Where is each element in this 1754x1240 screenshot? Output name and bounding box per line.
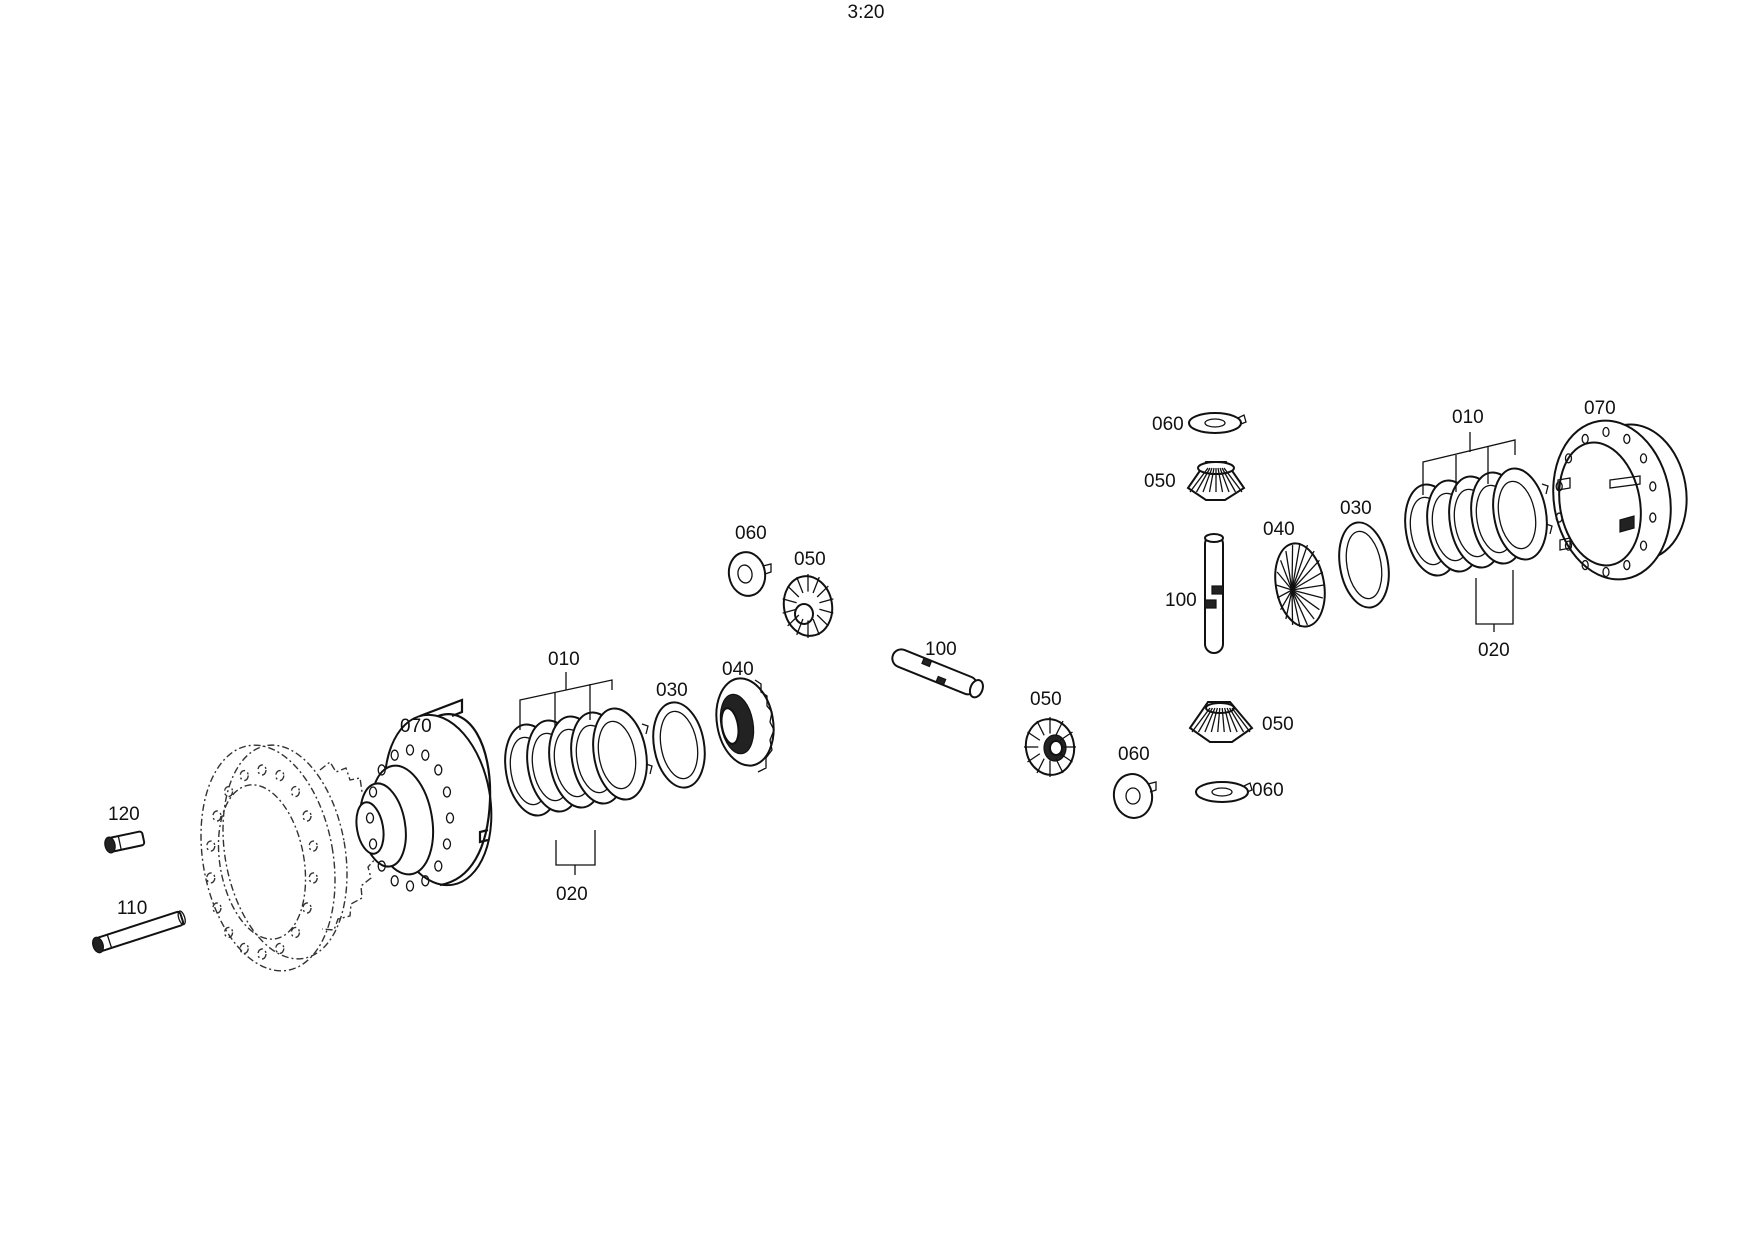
- part-100-cross-pin-right: 100: [1165, 533, 1224, 654]
- part-040-side-gear-left: 040: [715, 659, 775, 773]
- label-010-left: 010: [548, 649, 580, 670]
- part-070-housing-left: 070: [355, 698, 493, 892]
- label-010-right: 010: [1452, 407, 1484, 428]
- label-050-top-right: 050: [1144, 471, 1176, 492]
- part-050-pinion-top-right: 050: [1144, 461, 1246, 501]
- label-070-left: 070: [400, 716, 432, 737]
- label-100-right: 100: [1165, 590, 1197, 611]
- label-120: 120: [108, 804, 140, 825]
- label-050-lower-right: 050: [1262, 714, 1294, 735]
- label-020-left: 020: [556, 884, 588, 905]
- label-040-left: 040: [722, 659, 754, 680]
- part-120-short-bolt: 120: [104, 804, 146, 854]
- label-100-center: 100: [925, 639, 957, 660]
- label-020-right: 020: [1478, 640, 1510, 661]
- part-050-pinion-center: 050: [1024, 689, 1076, 777]
- crown-wheel-reference: [200, 744, 380, 972]
- part-060-washer-upper-left: 060: [727, 523, 772, 597]
- label-030-right: 030: [1340, 498, 1372, 519]
- label-050-center: 050: [1030, 689, 1062, 710]
- part-060-washer-top-right: 060: [1152, 412, 1247, 435]
- part-010-020-clutch-plates-right: 010 020: [1404, 407, 1553, 661]
- label-060-top-right: 060: [1152, 414, 1184, 435]
- label-070-right: 070: [1584, 398, 1616, 419]
- part-050-pinion-upper-left: 050: [782, 549, 834, 638]
- label-060-center: 060: [1118, 744, 1150, 765]
- part-010-020-clutch-plates-left: 010 020: [504, 649, 653, 905]
- scale-label: 3:20: [848, 2, 885, 23]
- part-100-cross-pin-center: 100: [891, 639, 984, 699]
- part-060-washer-lower-right: 060: [1195, 780, 1284, 803]
- label-060-upper-left: 060: [735, 523, 767, 544]
- part-110-long-bolt: 110: [92, 898, 186, 954]
- label-110: 110: [117, 898, 147, 919]
- part-030-thrust-washer-left: 030: [652, 680, 706, 789]
- label-030-left: 030: [656, 680, 688, 701]
- label-050-upper-left: 050: [794, 549, 826, 570]
- part-070-housing-right: 070: [1552, 398, 1688, 581]
- part-060-washer-center: 060: [1112, 744, 1157, 819]
- part-030-thrust-washer-right: 030: [1338, 498, 1390, 609]
- part-040-side-gear-right: 040: [1263, 519, 1326, 628]
- label-060-lower-right: 060: [1252, 780, 1284, 801]
- label-040-right: 040: [1263, 519, 1295, 540]
- part-050-pinion-lower-right: 050: [1188, 701, 1294, 743]
